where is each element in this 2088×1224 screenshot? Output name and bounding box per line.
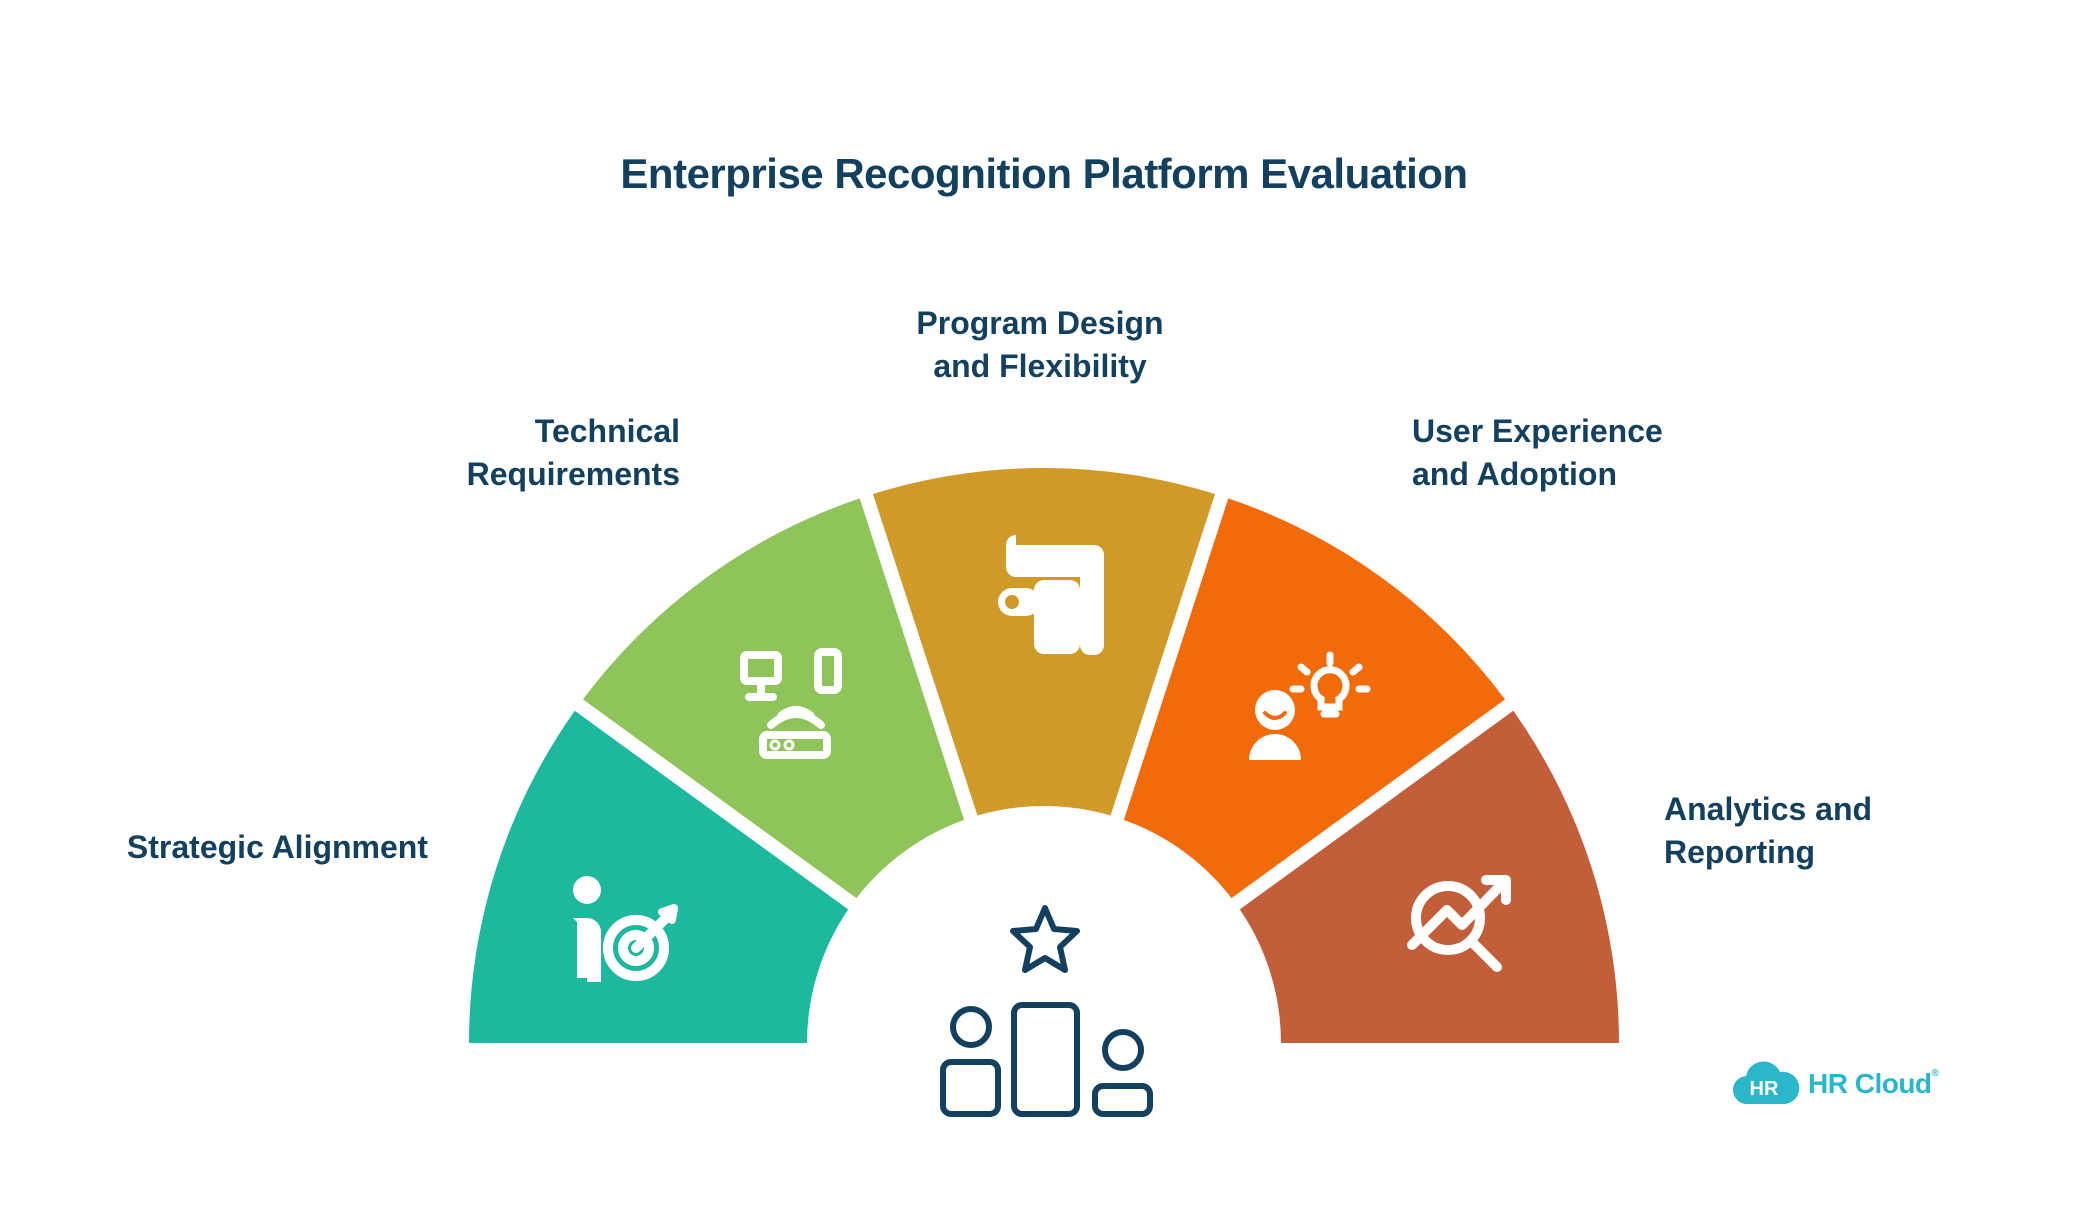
segment-strategic-alignment [469, 710, 849, 1043]
cloud-icon: HR [1732, 1061, 1800, 1105]
devices-router-icon [740, 648, 842, 759]
segment-label-strategic-alignment: Strategic Alignment [126, 829, 428, 865]
brand-logo: HR HR Cloud® [1732, 1060, 1939, 1108]
path-flow-icon [998, 535, 1104, 655]
segment-label-program-design: Program Design and Flexibility [916, 305, 1164, 384]
person-idea-icon [1249, 651, 1371, 760]
page-title: Enterprise Recognition Platform Evaluati… [620, 150, 1468, 197]
recognition-podium-star-icon [940, 905, 1153, 1117]
brand-badge: HR [1750, 1078, 1779, 1100]
segment-label-analytics-reporting: Analytics and Reporting [1664, 791, 1873, 870]
segment-user-experience [1123, 498, 1506, 899]
person-target-icon [573, 876, 678, 982]
segment-analytics-reporting [1239, 710, 1619, 1043]
segment-label-user-experience: User Experience and Adoption [1412, 413, 1663, 492]
brand-name: HR Cloud® [1808, 1068, 1939, 1099]
segment-label-technical-requirements: Technical Requirements [466, 413, 680, 492]
analytics-search-icon [1407, 875, 1511, 972]
